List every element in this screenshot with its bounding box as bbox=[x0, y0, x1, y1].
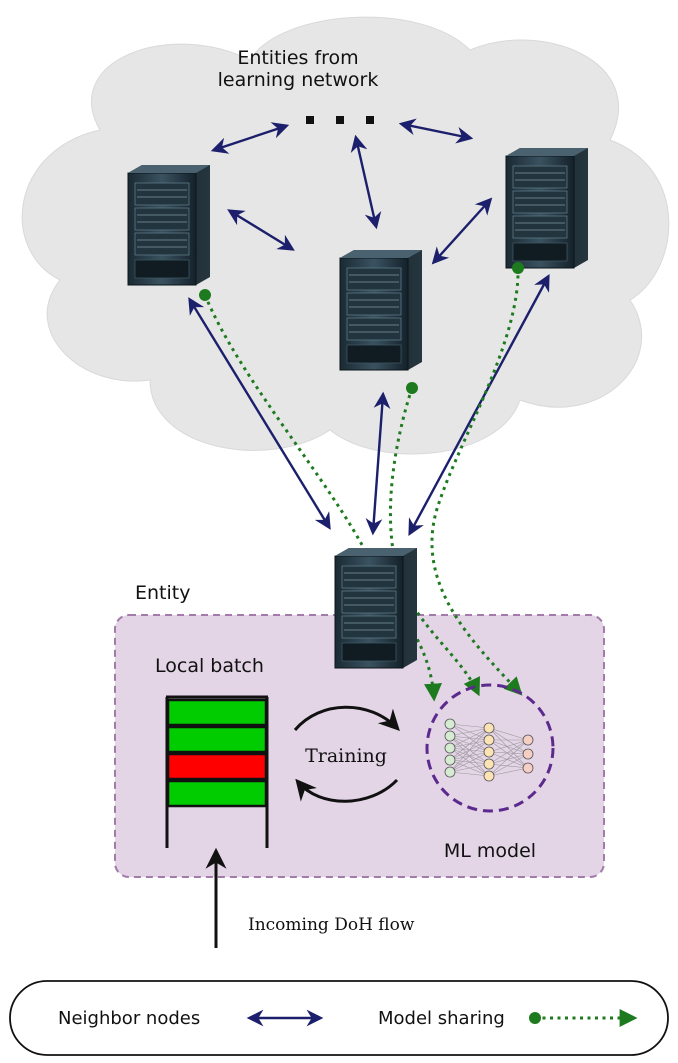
ml-model-circle bbox=[425, 683, 555, 813]
ml-model-label: ML model bbox=[444, 840, 536, 862]
entity-label: Entity bbox=[135, 582, 190, 604]
local-batch bbox=[165, 695, 269, 848]
server-left bbox=[127, 164, 211, 286]
more-entities-ellipsis bbox=[306, 116, 374, 124]
server-right bbox=[505, 147, 589, 269]
cloud-title-line1: Entities from bbox=[237, 47, 358, 69]
batch-row-3 bbox=[166, 752, 268, 781]
server-entity bbox=[334, 547, 418, 669]
neural-network-icon bbox=[444, 718, 534, 782]
legend-neighbor-label: Neighbor nodes bbox=[58, 1008, 200, 1029]
local-batch-label: Local batch bbox=[155, 655, 264, 677]
incoming-flow-label: Incoming DoH flow bbox=[248, 915, 415, 935]
batch-row-2 bbox=[166, 725, 268, 754]
training-label: Training bbox=[305, 745, 387, 767]
cloud-title-line2: learning network bbox=[218, 69, 379, 91]
server-middle bbox=[339, 249, 423, 371]
batch-row-1 bbox=[166, 698, 268, 727]
training-cycle-arrows bbox=[293, 705, 400, 803]
legend-box bbox=[9, 980, 669, 1056]
batch-row-4 bbox=[166, 779, 268, 808]
legend: Neighbor nodes Model sharing bbox=[9, 980, 669, 1056]
legend-sharing-label: Model sharing bbox=[378, 1008, 505, 1029]
